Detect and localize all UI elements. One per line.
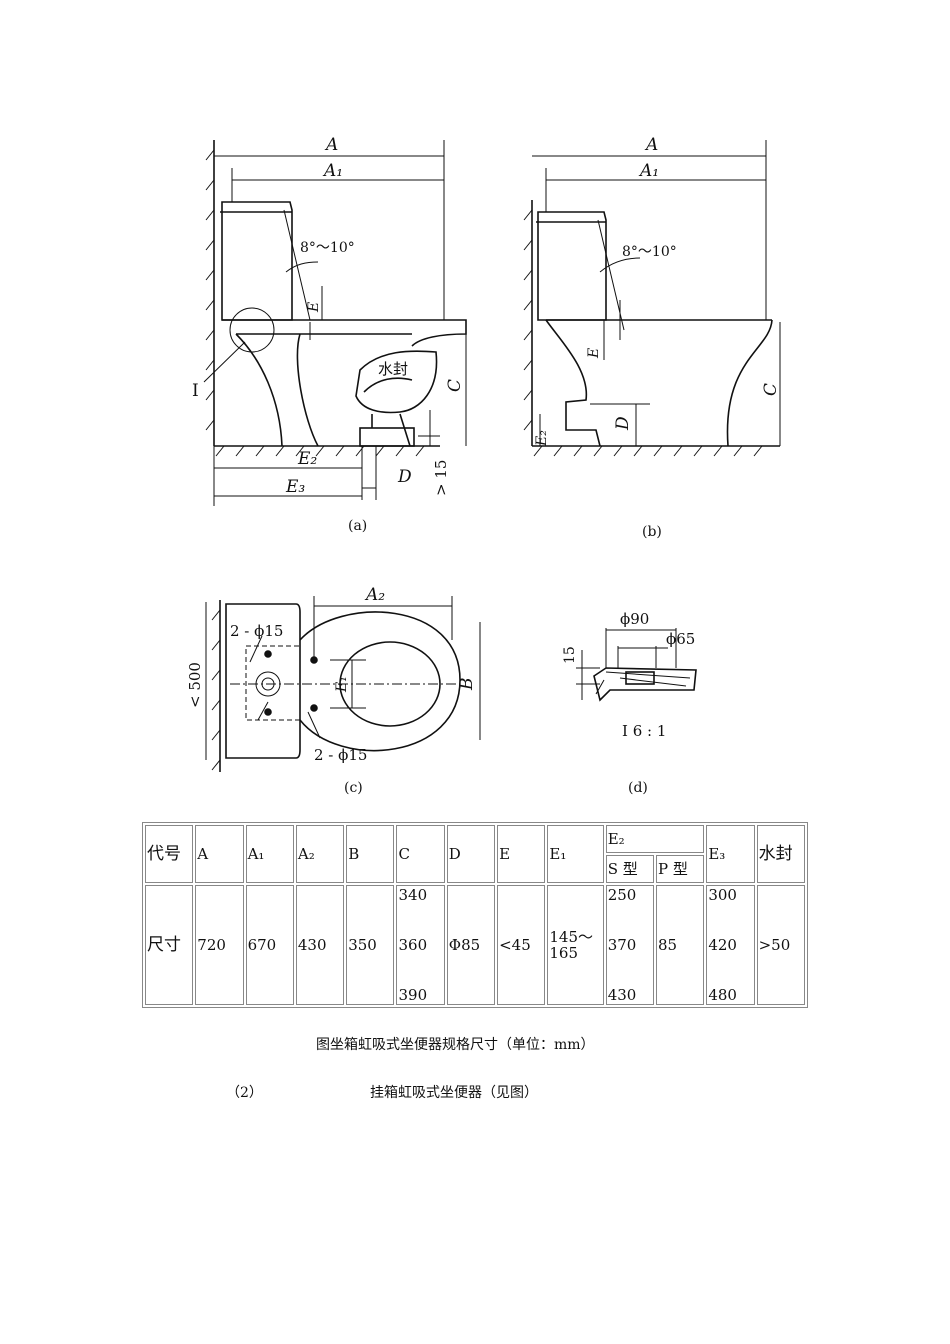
table-caption: 图坐箱虹吸式坐便器规格尺寸（单位：mm） — [316, 1037, 595, 1053]
caption-a: (a) — [348, 518, 367, 534]
dim15-label: 15 — [562, 646, 578, 664]
toilet-dimension-drawing: A A₁ 8°～10° E 水封 I C E₂ E₃ D > 15 (a) A … — [186, 135, 781, 796]
header-E2: E₂ — [605, 825, 705, 853]
view-a — [203, 140, 467, 506]
hole-label-bottom: 2 - ϕ15 — [314, 746, 367, 764]
spec-table: 代号 A A₁ A₂ B C D E E₁ E₂ E₃ 水封 S 型 P 型 尺… — [142, 822, 808, 1008]
cell-S-value: 370 — [607, 935, 637, 954]
dim-label-b-D: D — [613, 416, 633, 431]
dim-label-b-E2: E₂ — [534, 430, 550, 447]
header-P-type: P 型 — [656, 855, 705, 883]
angle-label-a: 8°～10° — [300, 240, 355, 256]
cell-C: 340 360 390 — [396, 885, 445, 1005]
dim-label-a-D: D — [397, 467, 412, 487]
cell-E3-value: 300 — [708, 886, 737, 904]
cell-C-value: 390 — [398, 985, 428, 1004]
gt15-label: > 15 — [432, 460, 450, 496]
dim-label-c-A2: A₂ — [364, 585, 385, 605]
cell-A: 720 — [195, 885, 244, 1005]
cell-E: <45 — [497, 885, 546, 1005]
caption-d: (d) — [628, 780, 648, 796]
header-code: 代号 — [145, 825, 194, 883]
header-B: B — [346, 825, 395, 883]
cell-S-value: 430 — [607, 985, 637, 1004]
row-label: 尺寸 — [145, 885, 194, 1005]
section-title: 挂箱虹吸式坐便器（见图） — [370, 1085, 538, 1101]
cell-E1: 145～165 — [547, 885, 604, 1005]
cell-water-seal: >50 — [756, 885, 805, 1005]
header-A2: A₂ — [295, 825, 345, 883]
dim-label-a-E2: E₂ — [297, 449, 317, 469]
cell-E3-value: 480 — [708, 985, 737, 1004]
dim-label-b-A: A — [644, 135, 658, 155]
header-water-seal: 水封 — [756, 825, 805, 883]
header-D: D — [446, 825, 496, 883]
cell-A2: 430 — [295, 885, 345, 1005]
view-c — [205, 596, 481, 772]
header-A1: A₁ — [245, 825, 294, 883]
caption-b: (b) — [642, 524, 662, 540]
phi90-label: ϕ90 — [620, 610, 649, 628]
cell-S-value: 250 — [607, 886, 637, 904]
cell-B: 350 — [346, 885, 395, 1005]
dim-label-c-E1: E₁ — [334, 676, 350, 693]
dim-label-b-A1: A₁ — [638, 161, 659, 181]
header-A: A — [195, 825, 244, 883]
dim-label-b-C: C — [761, 383, 781, 396]
header-E3: E₃ — [706, 825, 755, 883]
header-E1: E₁ — [547, 825, 604, 883]
lt500-label: < 500 — [186, 662, 204, 708]
cell-P-type: 85 — [656, 885, 705, 1005]
cell-D: Φ85 — [446, 885, 496, 1005]
scale-label: I 6 : 1 — [622, 722, 666, 740]
cell-E3: 300 420 480 — [706, 885, 755, 1005]
view-d — [576, 628, 697, 702]
detail-I-label: I — [192, 381, 199, 401]
view-b — [523, 140, 781, 457]
cell-S-type: 250 370 430 — [605, 885, 655, 1005]
dim-label-a-C: C — [445, 379, 465, 392]
phi65-label: ϕ65 — [666, 630, 695, 648]
caption-c: (c) — [344, 780, 363, 796]
dim-label-b-E: E — [586, 348, 602, 359]
cell-C-value: 360 — [398, 935, 428, 954]
water-seal-label: 水封 — [378, 360, 408, 378]
header-S-type: S 型 — [605, 855, 655, 883]
angle-label-b: 8°～10° — [622, 244, 677, 260]
dim-label-c-B: B — [457, 678, 477, 692]
dim-label-a-A1: A₁ — [322, 161, 343, 181]
hole-label-top: 2 - ϕ15 — [230, 622, 283, 640]
dim-label-a-A: A — [324, 135, 338, 155]
section-number: （2） — [226, 1085, 263, 1101]
cell-E3-value: 420 — [708, 935, 737, 954]
dim-label-a-E: E — [306, 302, 322, 313]
dim-label-a-E3: E₃ — [285, 477, 305, 497]
cell-A1: 670 — [245, 885, 294, 1005]
header-C: C — [396, 825, 445, 883]
cell-C-value: 340 — [398, 886, 428, 904]
header-E: E — [497, 825, 546, 883]
